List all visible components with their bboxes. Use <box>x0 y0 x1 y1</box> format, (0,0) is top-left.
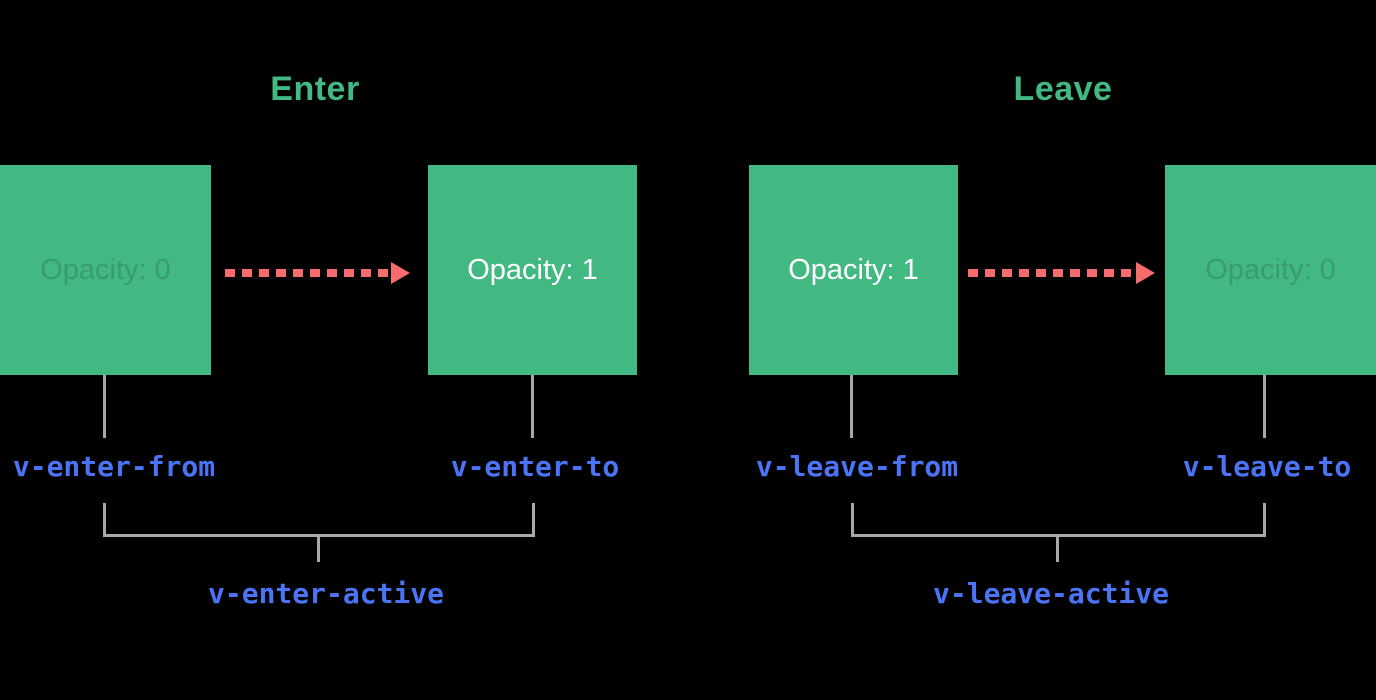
enter-active-bracket-stub <box>317 535 320 562</box>
enter-transition-dashed-line <box>225 269 392 277</box>
enter-active-class-label: v-enter-active <box>207 577 445 610</box>
enter-to-connector-line <box>531 375 534 438</box>
leave-active-class-label: v-leave-active <box>932 577 1170 610</box>
leave-section-title: Leave <box>1013 70 1113 108</box>
enter-from-class-label: v-enter-from <box>12 450 216 483</box>
enter-section-title: Enter <box>270 70 360 108</box>
enter-to-box: Opacity: 1 <box>428 165 637 375</box>
leave-from-box-label: Opacity: 1 <box>788 253 919 286</box>
leave-transition-dashed-line <box>968 269 1137 277</box>
leave-to-box: Opacity: 0 <box>1165 165 1376 375</box>
leave-arrow-right-icon <box>1136 262 1155 284</box>
leave-active-bracket-stub <box>1056 535 1059 562</box>
enter-from-box-label: Opacity: 0 <box>40 253 171 286</box>
enter-active-bracket <box>103 503 535 537</box>
enter-from-box: Opacity: 0 <box>0 165 211 375</box>
leave-to-box-label: Opacity: 0 <box>1205 253 1336 286</box>
leave-to-connector-line <box>1263 375 1266 438</box>
enter-from-connector-line <box>103 375 106 438</box>
leave-from-class-label: v-leave-from <box>755 450 959 483</box>
leave-from-connector-line <box>850 375 853 438</box>
enter-to-class-label: v-enter-to <box>450 450 620 483</box>
enter-to-box-label: Opacity: 1 <box>467 253 598 286</box>
leave-to-class-label: v-leave-to <box>1182 450 1352 483</box>
enter-arrow-right-icon <box>391 262 410 284</box>
leave-from-box: Opacity: 1 <box>749 165 958 375</box>
leave-active-bracket <box>851 503 1266 537</box>
